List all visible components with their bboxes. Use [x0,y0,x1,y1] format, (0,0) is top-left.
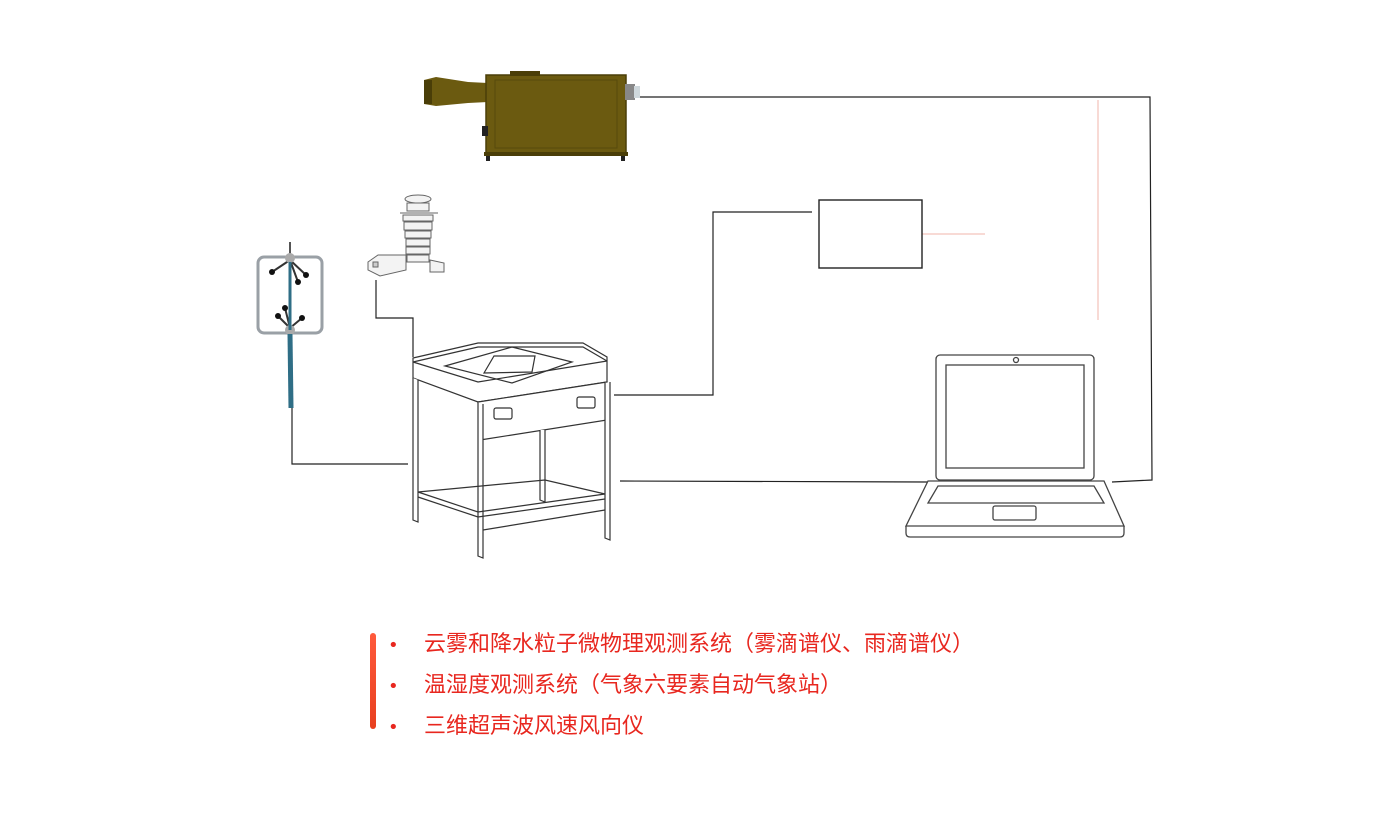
controller-box-icon [818,199,923,269]
ultrasonic-anemometer-icon [256,242,324,409]
weather-station-to-cabinet-line [375,280,414,357]
spectrometer-to-laptop-line [640,96,1153,483]
bullet-icon: • [388,635,399,656]
legend-item: • 云雾和降水粒子微物理观测系统（雾滴谱仪、雨滴谱仪） [388,630,974,671]
connection-lines [291,96,1153,483]
legend-item-text: 云雾和降水粒子微物理观测系统（雾滴谱仪、雨滴谱仪） [424,632,975,657]
legend-item: • 温湿度观测系统（气象六要素自动气象站） [388,671,974,712]
weather-station-icon [367,194,445,277]
data-logger-cabinet-icon [412,342,611,559]
legend-item: • 三维超声波风速风向仪 [388,712,974,753]
legend-item-text: 三维超声波风速风向仪 [424,714,645,739]
legend-accent-bar [370,633,376,729]
faint-lines [922,100,1099,320]
legend-item-text: 温湿度观测系统（气象六要素自动气象站） [424,673,843,698]
laptop-icon [904,354,1126,538]
legend-list: • 云雾和降水粒子微物理观测系统（雾滴谱仪、雨滴谱仪） • 温湿度观测系统（气象六要… [388,630,974,753]
cabinet-to-laptop-line [619,480,929,483]
anemometer-to-cabinet-line [291,408,408,465]
bullet-icon: • [388,676,399,697]
laser-spectrometer-icon [424,71,640,161]
cabinet-to-controller-line [614,211,812,396]
bullet-icon: • [388,717,399,738]
legend: • 云雾和降水粒子微物理观测系统（雾滴谱仪、雨滴谱仪） • 温湿度观测系统（气象六要… [370,630,1130,739]
